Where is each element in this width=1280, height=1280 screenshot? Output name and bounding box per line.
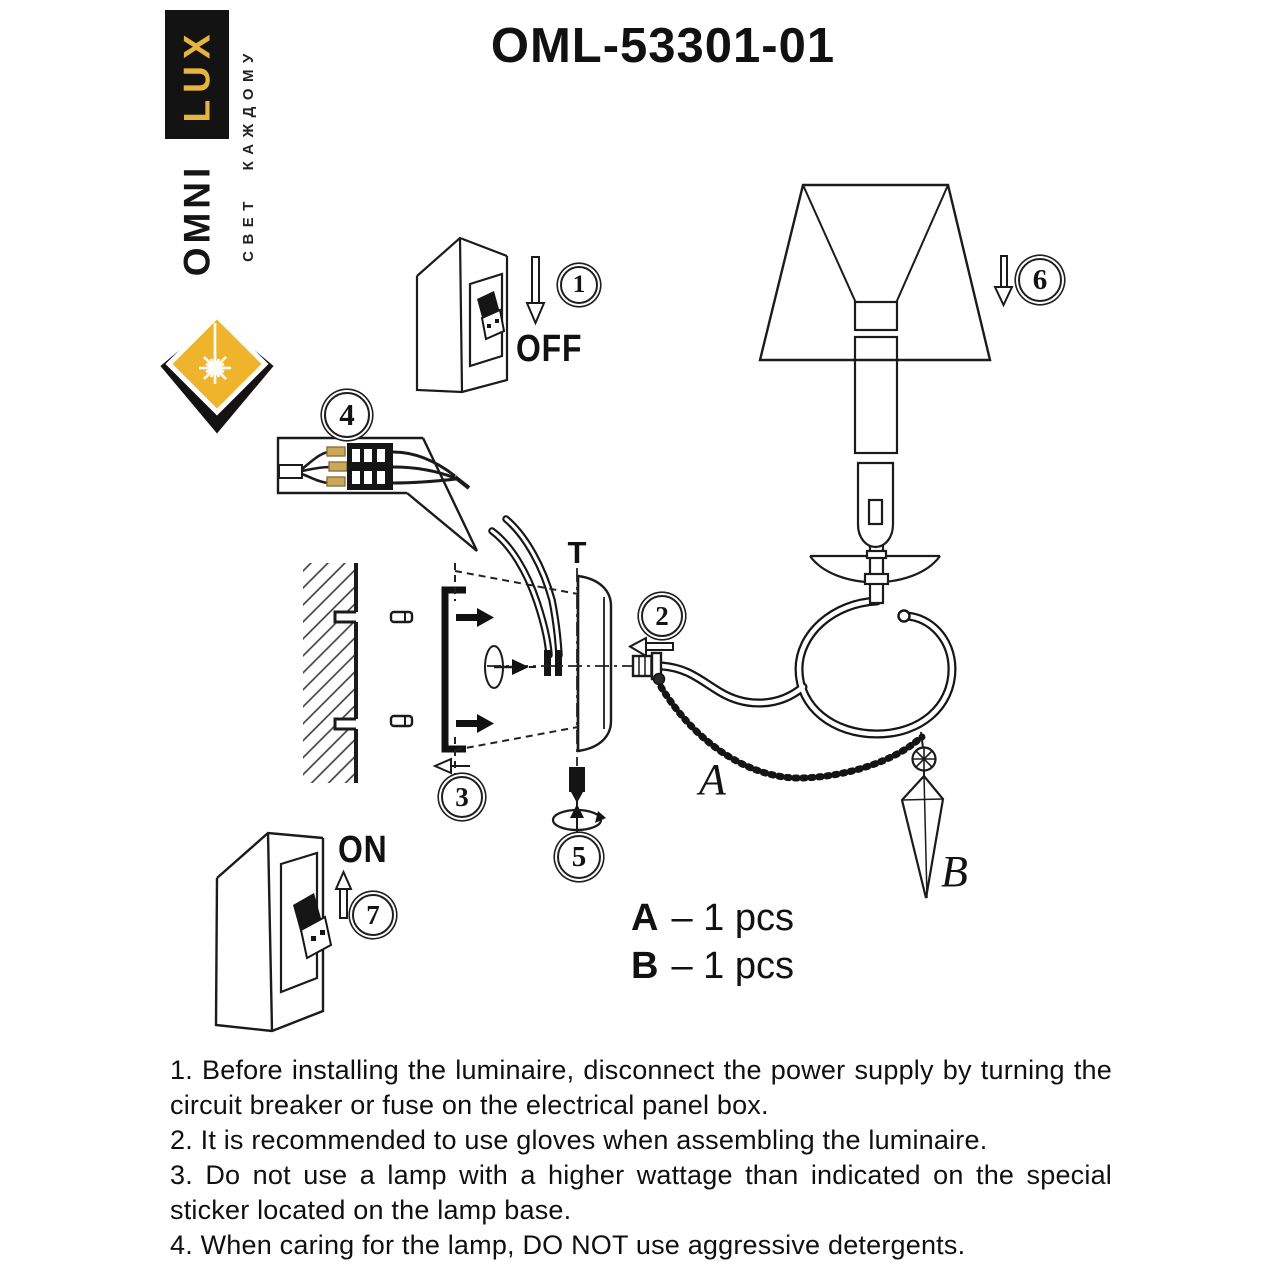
step-badge-7: 7 [352,894,394,936]
part-a-label: A [699,755,726,804]
part-b-qty-line: B – 1 pcs [631,945,794,988]
instruction-item-4: 4. When caring for the lamp, DO NOT use … [170,1230,966,1260]
on-label: ON [338,829,388,871]
step-badge-5: 5 [557,835,601,879]
wall-screws [389,610,414,728]
instruction-item-3: 3. Do not use a lamp with a higher watta… [170,1160,1112,1225]
alignment-dashes [454,563,579,776]
lamp-column [809,300,941,605]
canopy [576,574,613,753]
arrow-left-2-icon [627,636,674,658]
chain [657,683,923,782]
part-a-qty-line: A – 1 pcs [631,897,794,940]
brand-logo-lux: LUX [165,10,229,139]
breaker-box-off [415,236,509,394]
arrow-down-off-icon [525,256,546,326]
supply-cables [488,515,563,676]
brand-omni-text: OMNI [176,163,218,277]
part-a-key: A [631,897,659,939]
instruction-item-2: 2. It is recommended to use gloves when … [170,1125,988,1155]
wire-connector-callout [276,436,479,552]
canopy-screw [484,645,536,689]
part-b-key: B [631,945,659,987]
threaded-connector [631,651,666,686]
step-badge-4: 4 [324,392,370,438]
brand-diamond-icon [160,312,274,434]
step-badge-6: 6 [1018,258,1062,302]
breaker-box-on [214,831,333,1033]
step-badge-1: 1 [560,266,598,304]
instructions-block: 1. Before installing the luminaire, disc… [170,1053,1112,1263]
wall-section [303,563,358,783]
page-title: OML-53301-01 [490,19,836,73]
lampshade [758,183,992,362]
crystal-pendant [900,731,945,899]
starburst-icon [199,323,231,384]
part-b-qty: – 1 pcs [671,945,794,987]
arrow-left-3-icon [432,757,470,775]
part-a-qty: – 1 pcs [671,897,794,939]
part-b-label: B [941,847,968,896]
brand-logo-omni: OMNI [165,134,229,306]
instruction-item-1: 1. Before installing the luminaire, disc… [170,1055,1112,1120]
arrow-up-on-icon [334,869,353,919]
arrow-down-6-icon [993,255,1014,308]
brand-lux-text: LUX [176,27,217,122]
brand-tagline-text: СВЕТ КАЖДОМУ [239,46,257,262]
axis-label-t: T [567,535,587,570]
scroll-arm [657,596,957,739]
brand-tagline: СВЕТ КАЖДОМУ [231,4,265,304]
step-badge-3: 3 [441,776,483,818]
off-label: OFF [516,328,583,370]
mounting-bracket [441,586,494,753]
step-badge-2: 2 [641,595,683,637]
fixing-screw [551,767,606,838]
